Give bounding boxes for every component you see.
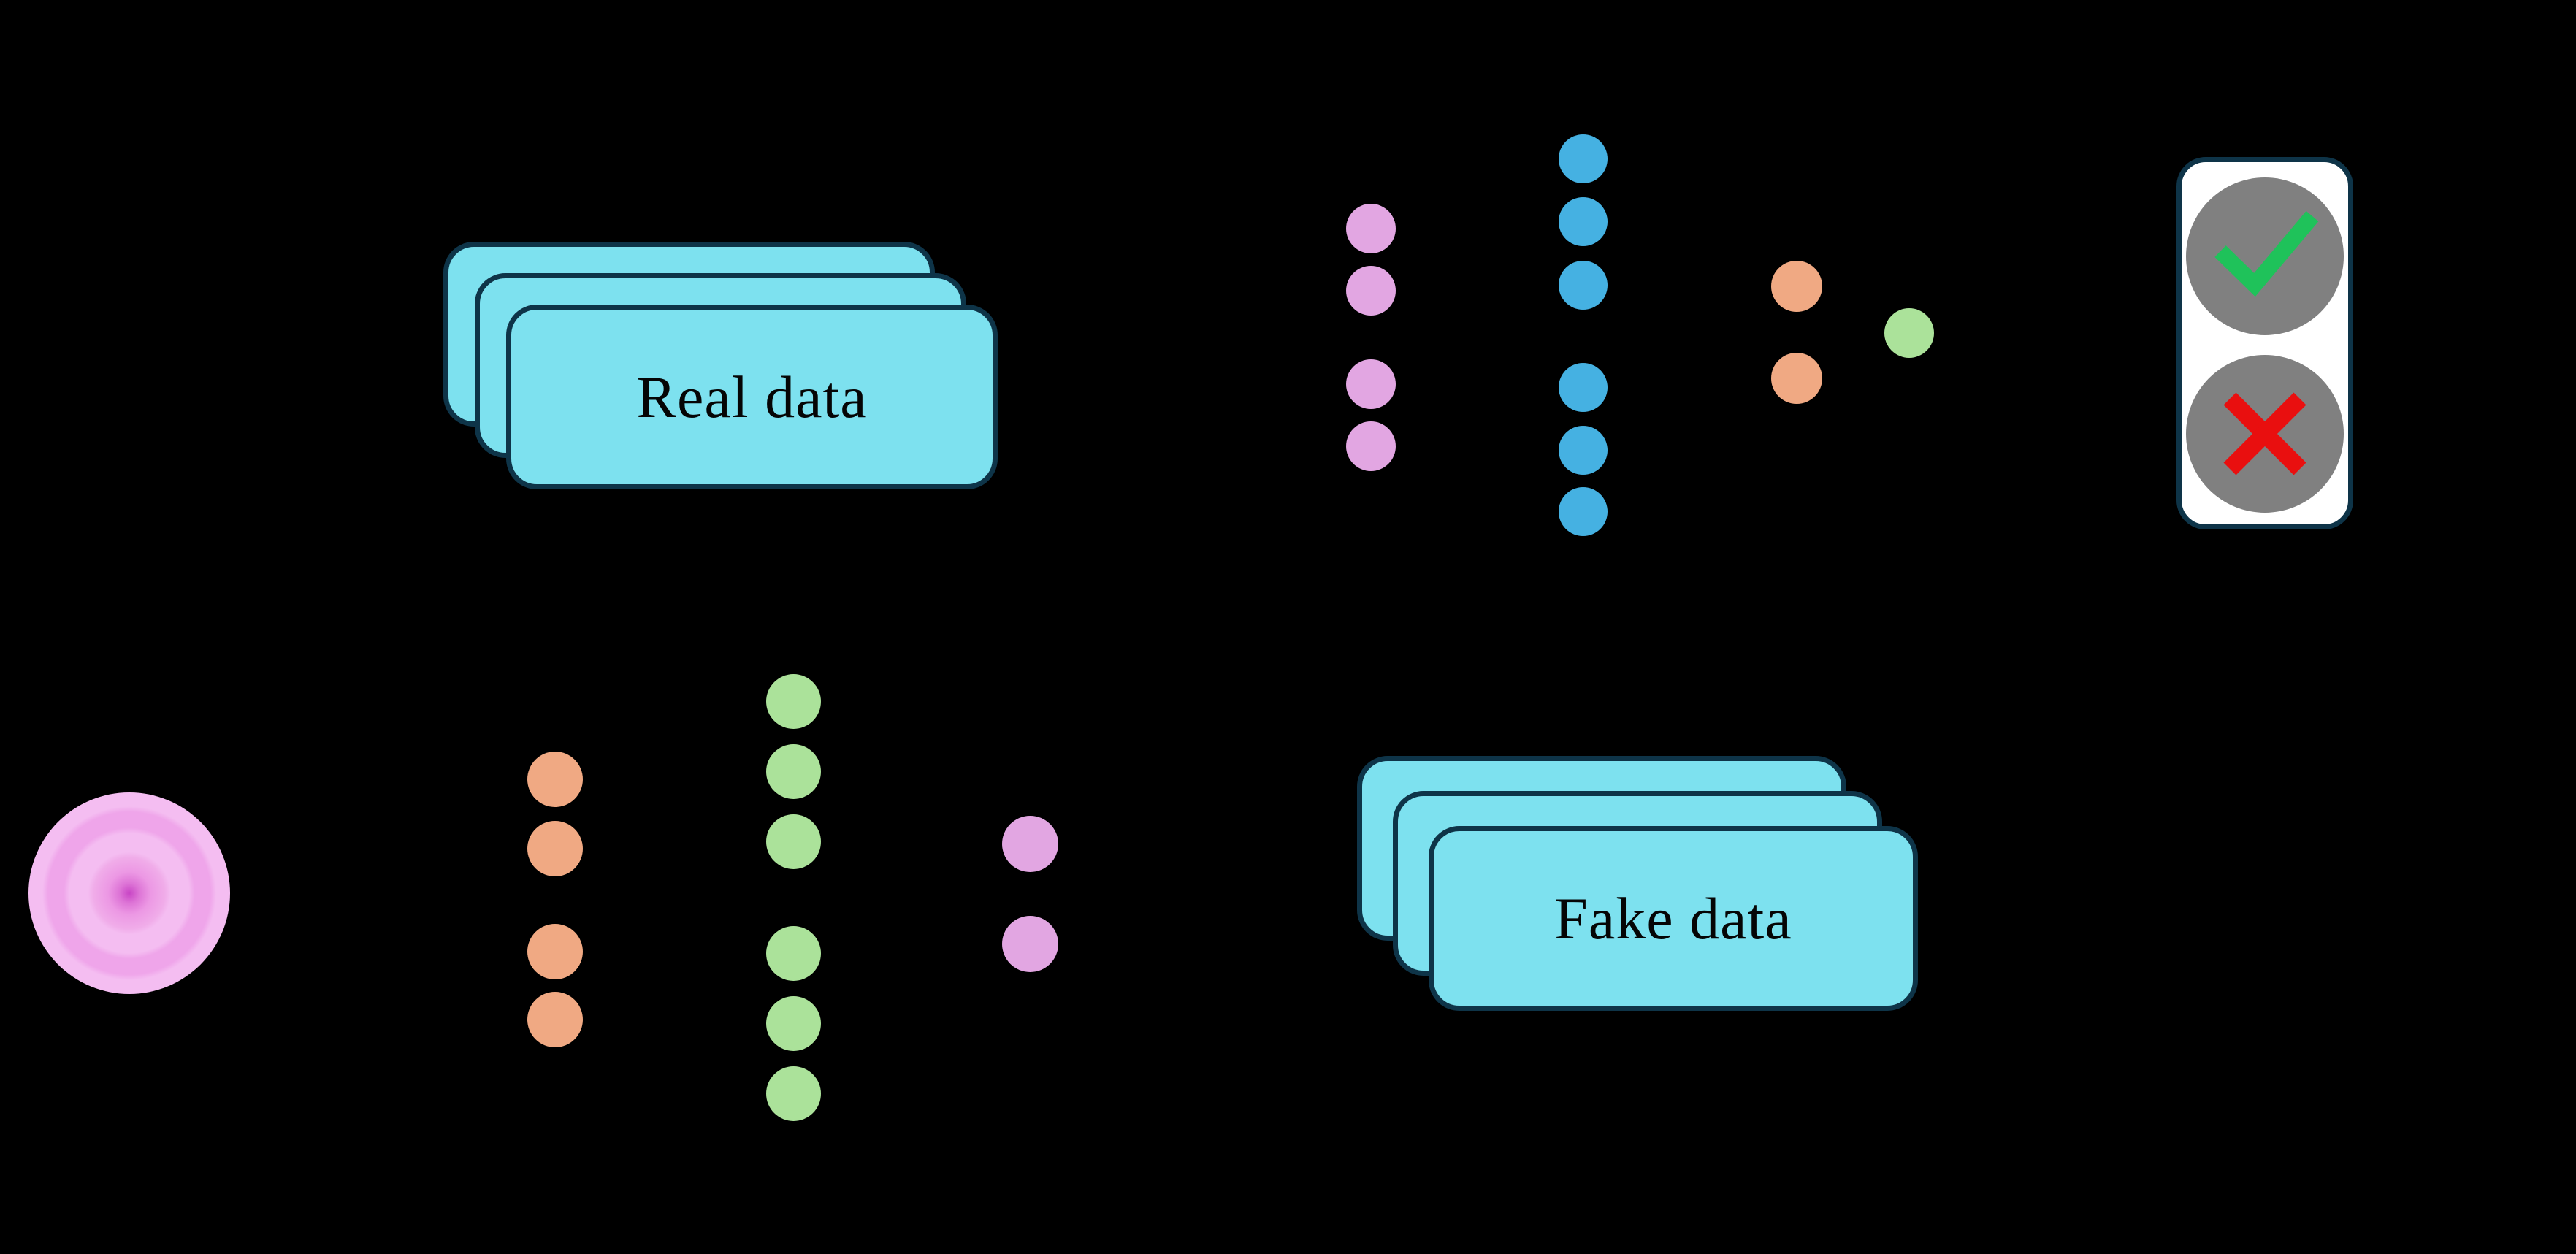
discriminator-input-layer-node — [1346, 421, 1396, 471]
generator-hidden-layer-node — [765, 673, 821, 729]
real-decision-circle — [2186, 177, 2344, 335]
check-icon — [2214, 210, 2319, 297]
real-data-card-front: Real data — [506, 305, 998, 489]
generator-hidden-layer-node — [765, 814, 821, 869]
generator-hidden-layer-node — [765, 743, 821, 799]
latent-noise-blob — [28, 792, 230, 994]
generator-output-layer-node — [1001, 815, 1058, 872]
discriminator-hidden-layer-node — [1558, 196, 1608, 246]
discriminator-output-layer-node — [1884, 308, 1934, 358]
generator-input-layer-node — [527, 821, 583, 876]
cross-icon — [2223, 392, 2306, 475]
decision-panel — [2176, 157, 2353, 529]
generator-input-layer-node — [527, 924, 583, 979]
discriminator-hidden-layer-node — [1558, 260, 1608, 310]
fake-data-label: Fake data — [1554, 884, 1792, 952]
discriminator-hidden-layer-node — [1558, 134, 1608, 183]
generator-input-layer-node — [527, 752, 583, 807]
generator-hidden-layer-node — [765, 995, 821, 1051]
fake-data-card-front: Fake data — [1429, 826, 1918, 1011]
discriminator-input-layer-node — [1346, 266, 1396, 316]
fake-decision-circle — [2186, 355, 2344, 513]
generator-output-layer-node — [1001, 915, 1058, 972]
discriminator-hidden-layer-node — [1558, 425, 1608, 475]
real-data-label: Real data — [636, 363, 868, 430]
generator-hidden-layer-node — [765, 1066, 821, 1121]
discriminator-input-layer-node — [1346, 204, 1396, 253]
discriminator-input-layer-node — [1346, 359, 1396, 409]
discriminator-dense-layer-node — [1771, 353, 1822, 404]
generator-hidden-layer-node — [765, 925, 821, 981]
discriminator-hidden-layer-node — [1558, 486, 1608, 536]
discriminator-dense-layer-node — [1771, 261, 1822, 312]
discriminator-hidden-layer-node — [1558, 362, 1608, 412]
generator-input-layer-node — [527, 992, 583, 1047]
